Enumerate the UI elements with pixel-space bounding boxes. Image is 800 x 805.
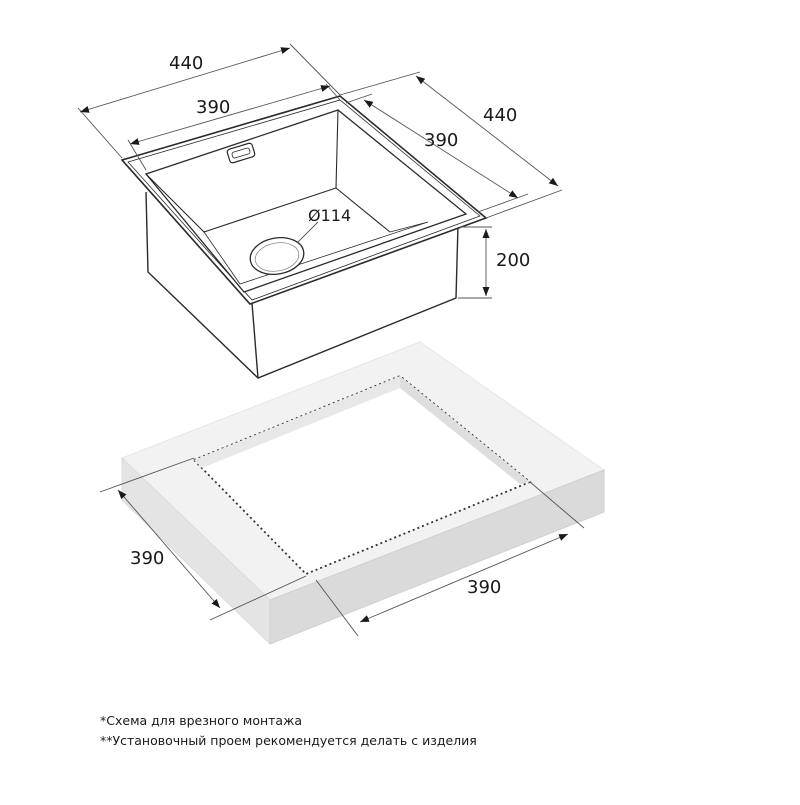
- label-width-440: 440: [169, 53, 203, 74]
- label-cutout-width: 390: [467, 577, 501, 598]
- note-line-2: **Установочный проем рекомендуется делат…: [100, 733, 477, 748]
- ext-line: [127, 139, 147, 171]
- label-drain-diameter: Ø114: [308, 206, 351, 225]
- label-depth-390: 390: [424, 130, 458, 151]
- dim-line-cutout-width: [359, 533, 569, 623]
- cutout-dimensions: [99, 457, 585, 637]
- ext-line: [99, 457, 195, 493]
- ext-line: [289, 43, 341, 96]
- sink-front-corner-edge: [251, 302, 259, 379]
- overflow-slot-inner: [231, 147, 251, 159]
- ext-line: [339, 71, 421, 96]
- cutout-back-left-wall: [194, 376, 400, 468]
- ext-line: [345, 93, 373, 104]
- sink-bowl-floor: [203, 221, 429, 285]
- sink-dimensions: [77, 43, 563, 299]
- sink-bowl-right-floor-edge: [335, 187, 391, 233]
- cutout-back-right-wall: [400, 376, 530, 484]
- label-cutout-depth: 390: [130, 548, 164, 569]
- label-width-390: 390: [196, 97, 230, 118]
- drain-hole-inner: [254, 242, 300, 272]
- ext-line: [315, 579, 359, 637]
- label-depth-440: 440: [483, 105, 517, 126]
- ext-line: [77, 107, 123, 159]
- countertop-drawing: [121, 341, 606, 646]
- notes: *Схема для врезного монтажа **Установочн…: [100, 711, 477, 751]
- sink-bowl-back-wall: [145, 109, 339, 233]
- ext-line: [209, 575, 307, 621]
- ext-line: [477, 193, 529, 213]
- drain-leader-line: [296, 221, 319, 244]
- dim-line-width-440: [79, 47, 291, 113]
- label-height-200: 200: [496, 250, 530, 271]
- ext-line: [485, 189, 563, 219]
- note-line-1: *Схема для врезного монтажа: [100, 713, 303, 728]
- dim-line-depth-390: [363, 99, 519, 199]
- ext-line: [529, 481, 585, 529]
- dim-line-cutout-depth: [117, 489, 221, 609]
- dim-line-width-390: [129, 85, 331, 145]
